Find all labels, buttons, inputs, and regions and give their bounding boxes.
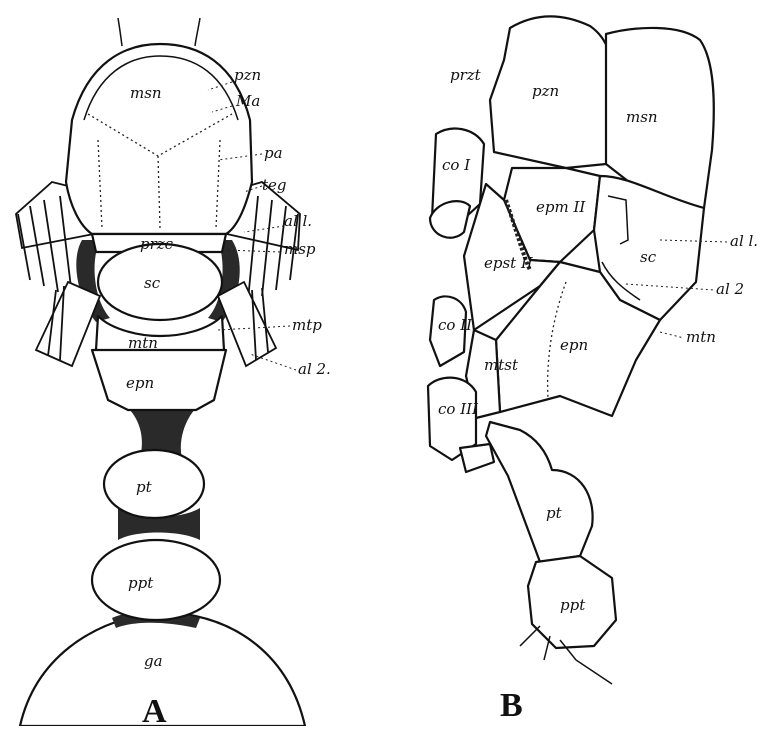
- label-al2-b: al 2: [716, 280, 744, 298]
- label-mtn-b: mtn: [686, 328, 716, 346]
- label-przt-b: przt: [450, 66, 482, 84]
- neck-outline: [118, 18, 200, 46]
- label-mtp-a: mtp: [292, 316, 322, 334]
- label-pzn-a: pzn: [234, 66, 261, 84]
- label-pa-a: pa: [264, 144, 283, 162]
- label-pt-a: pt: [136, 478, 153, 496]
- label-al1-b: al l.: [730, 232, 758, 250]
- label-coii-b: co II: [438, 316, 473, 334]
- label-al2-a: al 2.: [298, 360, 331, 378]
- label-mtn-a: mtn: [128, 334, 158, 352]
- label-epstii-b: epst II: [484, 254, 534, 272]
- label-msn-a: msn: [130, 84, 162, 102]
- leader-al2-a: [250, 354, 296, 370]
- panel-a-drawing: [16, 18, 305, 726]
- label-przc-a: przc: [140, 235, 174, 253]
- label-coi-b: co I: [442, 156, 471, 174]
- panel-label-b: B: [500, 687, 523, 724]
- label-epmii-b: epm II: [536, 198, 586, 216]
- petiole-shape: [104, 450, 204, 518]
- label-pt-b: pt: [546, 504, 563, 522]
- coxa-three-joint: [460, 444, 494, 472]
- label-msn-b: msn: [626, 108, 658, 126]
- panel-label-a: A: [142, 693, 167, 726]
- label-ppt-b: ppt: [560, 596, 586, 614]
- label-mtst-b: mtst: [484, 356, 519, 374]
- right-hindwing: [218, 282, 276, 366]
- label-teg-a: teg: [262, 176, 287, 194]
- mesonotum-shape: [66, 44, 252, 234]
- label-ga-a: ga: [144, 652, 163, 670]
- label-sc-a: sc: [144, 274, 161, 292]
- epinotum-shape: [92, 350, 226, 410]
- leader-mtn-b: [660, 332, 684, 338]
- petiole-b-shape: [486, 422, 593, 562]
- label-sc-b: sc: [640, 248, 657, 266]
- left-hindwing: [36, 282, 100, 366]
- postpetiole-shape: [92, 540, 220, 620]
- label-pzn-b: pzn: [532, 82, 559, 100]
- label-epn-b: epn: [560, 336, 588, 354]
- label-epn-a: epn: [126, 374, 154, 392]
- label-ppt-a: ppt: [128, 574, 154, 592]
- label-al1-a: al l.: [284, 212, 312, 230]
- label-coiii-b: co III: [438, 400, 479, 418]
- label-msp-a: msp: [284, 240, 316, 258]
- label-ma-a: Ma: [235, 92, 260, 110]
